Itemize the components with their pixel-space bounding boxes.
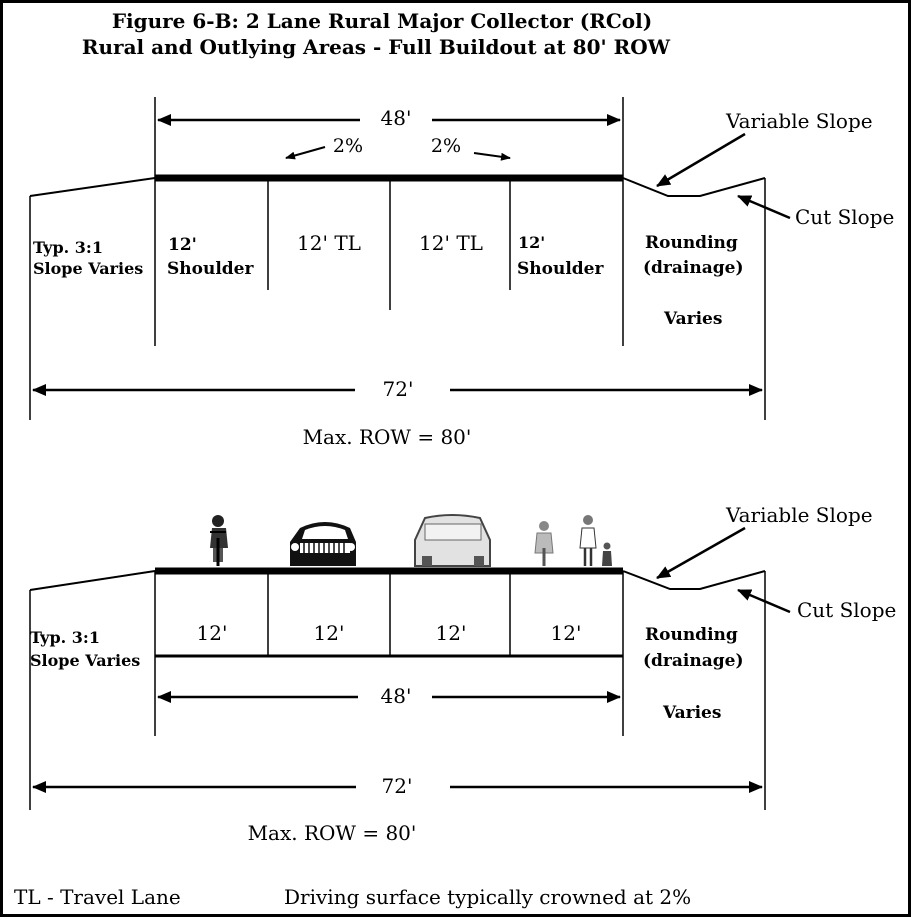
bottom-rounding-line1: Rounding: [645, 625, 738, 645]
top-dim-48: 48': [381, 106, 412, 130]
figure-title: Figure 6-B: 2 Lane Rural Major Collector…: [112, 9, 652, 33]
top-lane2-label: 12' TL: [297, 231, 361, 255]
top-dim-72: 72': [383, 377, 414, 401]
top-variable-slope-label: Variable Slope: [725, 109, 873, 133]
top-varies-label: Varies: [663, 309, 722, 329]
bottom-variable-slope-arrow: [656, 526, 746, 580]
top-cut-slope-label: Cut Slope: [795, 205, 894, 229]
bottom-dim-48: 48': [381, 684, 412, 708]
bottom-lane4-label: 12': [551, 621, 582, 645]
top-lane1-label: Shoulder: [167, 259, 254, 279]
bottom-max-row: Max. ROW = 80': [248, 821, 417, 845]
bottom-typ-slope-line1: Typ. 3:1: [30, 628, 100, 647]
bottom-lane3-label: 12': [436, 621, 467, 645]
bottom-cross-section: Variable Slope Cut Slope Typ. 3:1 Slope …: [29, 503, 896, 845]
car-front-icon: [290, 522, 356, 566]
top-cut-slope-arrow: [737, 194, 791, 220]
bottom-lane2-label: 12': [314, 621, 345, 645]
pedestrians-icon: [534, 515, 612, 566]
top-slope-arrow-left: [285, 146, 326, 160]
top-lane4-width: 12': [518, 233, 545, 252]
bottom-cut-slope-label: Cut Slope: [797, 598, 896, 622]
top-lane3-label: 12' TL: [419, 231, 483, 255]
car-rear-icon: [414, 514, 491, 567]
figure-subtitle: Rural and Outlying Areas - Full Buildout…: [82, 35, 671, 59]
bottom-lane1-label: 12': [197, 621, 228, 645]
top-max-row: Max. ROW = 80': [303, 425, 472, 449]
bottom-variable-slope-label: Variable Slope: [725, 503, 873, 527]
cyclist-icon: [210, 515, 228, 566]
top-rounding-line2: (drainage): [643, 258, 743, 278]
top-slope-left: 2%: [333, 135, 363, 157]
top-rounding-line1: Rounding: [645, 233, 738, 253]
top-variable-slope-arrow: [656, 132, 746, 188]
top-slope-arrow-right: [473, 152, 511, 161]
bottom-typ-slope-line2: Slope Varies: [30, 651, 140, 670]
top-typ-slope-line2: Slope Varies: [33, 259, 143, 278]
top-ditch-profile: [622, 177, 766, 197]
bottom-cut-slope-arrow: [737, 588, 791, 614]
top-lane1-width: 12': [168, 235, 197, 255]
bottom-varies-label: Varies: [662, 703, 721, 723]
top-typ-slope-line1: Typ. 3:1: [33, 238, 103, 257]
bottom-left-side-slope: [29, 570, 156, 591]
top-slope-right: 2%: [431, 135, 461, 157]
top-lane4-label: Shoulder: [517, 259, 604, 279]
bottom-dim-72: 72': [382, 774, 413, 798]
bottom-ditch-profile: [622, 570, 766, 590]
top-left-side-slope: [29, 177, 156, 197]
footer-crown-note: Driving surface typically crowned at 2%: [284, 885, 691, 909]
legend-travel-lane: TL - Travel Lane: [14, 885, 181, 909]
bottom-rounding-line2: (drainage): [643, 651, 743, 671]
top-cross-section: 48' 2% 2% Variable Slope Cut Slope Typ. …: [29, 97, 894, 449]
